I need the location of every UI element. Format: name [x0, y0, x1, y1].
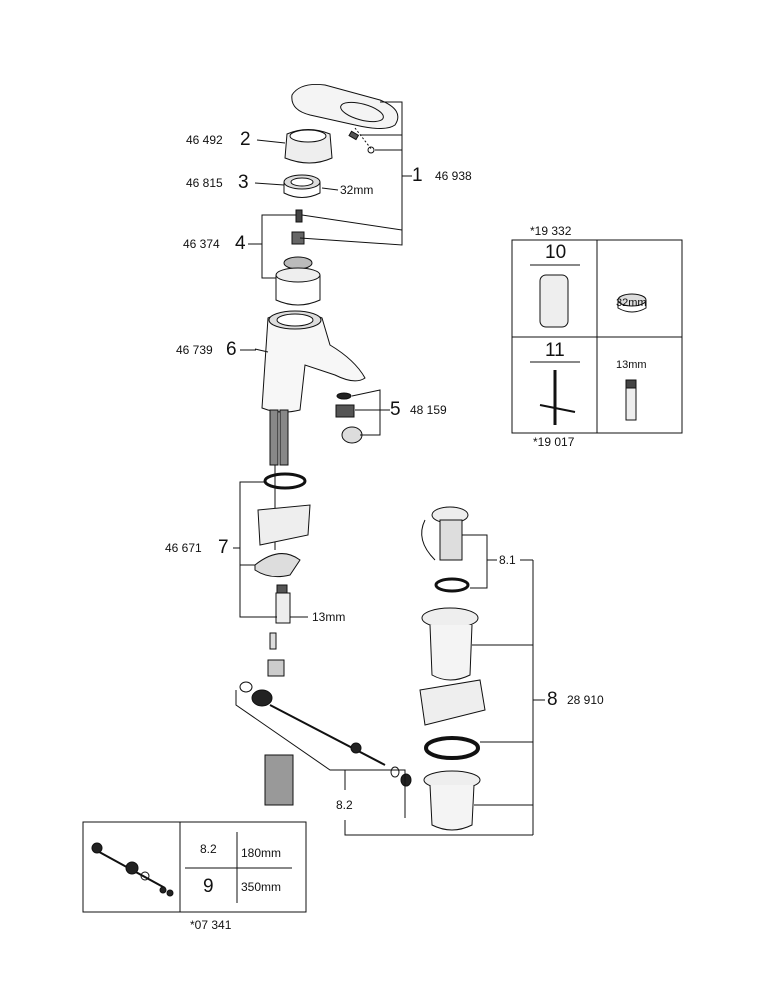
tool-size-10: 32mm	[616, 297, 647, 309]
size-3: 32mm	[340, 183, 374, 197]
tools-box	[511, 239, 683, 434]
mounting-set	[254, 472, 311, 624]
item-8-2: 8.2	[336, 798, 353, 812]
tool-code-bottom: *19 017	[533, 435, 575, 449]
part-code-4: 46 374	[183, 237, 220, 251]
tool-item-11: 11	[545, 340, 565, 361]
item-8-1: 8.1	[499, 553, 516, 567]
part-code-6: 46 739	[176, 343, 213, 357]
rod-code: *07 341	[190, 918, 232, 932]
part-code-2: 46 492	[186, 133, 223, 147]
aerator	[335, 392, 363, 444]
cartridge-nut	[283, 174, 321, 198]
rod-item-9: 9	[203, 876, 214, 897]
leader-lines	[233, 101, 545, 836]
lever-handle	[291, 84, 399, 154]
item-8: 8	[547, 689, 558, 710]
cartridge	[275, 256, 321, 306]
tool-item-10: 10	[545, 242, 567, 263]
rod-length-9: 350mm	[241, 880, 282, 894]
item-6: 6	[226, 339, 237, 360]
item-3: 3	[238, 172, 249, 193]
tool-size-11: 13mm	[616, 359, 647, 371]
part-code-1: 46 938	[435, 169, 472, 183]
part-code-3: 46 815	[186, 176, 223, 190]
part-code-8: 28 910	[567, 693, 604, 707]
rod-item-8-2: 8.2	[200, 842, 217, 856]
item-7: 7	[218, 537, 229, 558]
pop-up-rod	[239, 632, 412, 806]
drain-assembly	[419, 506, 486, 831]
cover-cap	[284, 129, 333, 164]
faucet-body	[254, 310, 366, 413]
tool-code-top: *19 332	[530, 224, 572, 238]
rod-box	[82, 821, 307, 913]
size-7: 13mm	[312, 610, 346, 624]
part-code-5: 48 159	[410, 403, 447, 417]
item-1: 1	[412, 165, 423, 186]
item-2: 2	[240, 129, 251, 150]
rod-length-8-2: 180mm	[241, 846, 282, 860]
part-code-7: 46 671	[165, 541, 202, 555]
item-4: 4	[235, 233, 246, 254]
screw	[295, 209, 303, 223]
item-5: 5	[390, 399, 401, 420]
